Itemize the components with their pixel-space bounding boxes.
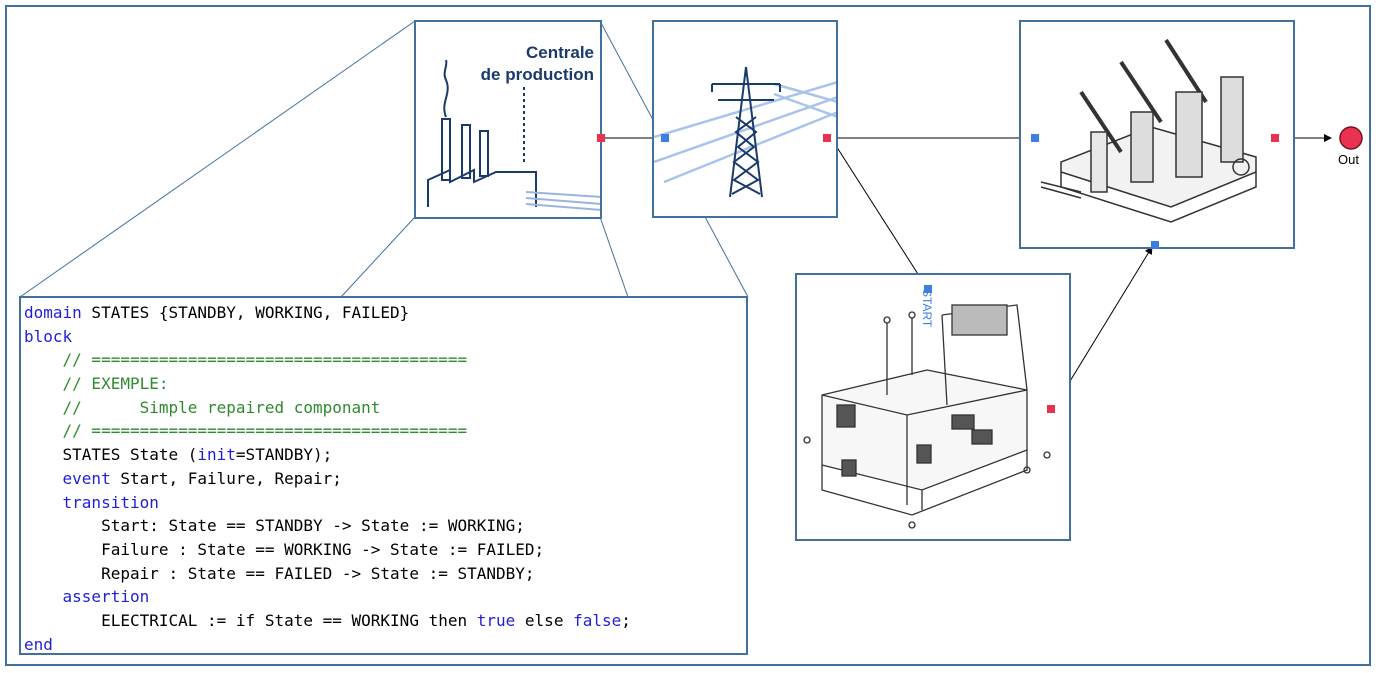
- generator-output-port[interactable]: [1047, 405, 1055, 413]
- code-keyword: event: [62, 468, 111, 488]
- code-text: [24, 587, 63, 606]
- diagram-frame: [5, 5, 1371, 666]
- code-text: [24, 493, 63, 512]
- code-text: Repair : State == FAILED -> State := STA…: [24, 563, 535, 583]
- circuit-breaker-block[interactable]: [1019, 20, 1295, 249]
- code-listing: domain STATES {STANDBY, WORKING, FAILED}…: [19, 296, 748, 655]
- code-line: Repair : State == FAILED -> State := STA…: [24, 562, 746, 586]
- code-line: event Start, Failure, Repair;: [24, 467, 746, 491]
- zoom-line-right-bottom: [599, 216, 629, 298]
- generator-block[interactable]: [795, 273, 1071, 541]
- code-line: domain STATES {STANDBY, WORKING, FAILED}: [24, 301, 746, 325]
- code-keyword: end: [24, 634, 53, 654]
- zoom-line-left-top: [19, 20, 416, 298]
- power-plant-label-line2: de production: [480, 65, 594, 84]
- code-line: Failure : State == WORKING -> State := F…: [24, 538, 746, 562]
- code-text: =STANDBY);: [235, 445, 333, 465]
- power-plant-label: Centrale de production: [456, 42, 594, 86]
- transmission-tower-icon: [654, 66, 836, 198]
- code-text: STATES State (: [24, 445, 198, 465]
- power-plant-icon: [427, 59, 600, 211]
- breaker-input-port[interactable]: [1031, 134, 1039, 142]
- circuit-breaker-icon: [1040, 38, 1257, 223]
- code-line: STATES State (init=STANDBY);: [24, 443, 746, 467]
- breaker-backup-input-port[interactable]: [1151, 241, 1159, 249]
- power-plant-output-port[interactable]: [597, 134, 605, 142]
- code-keyword: domain: [24, 303, 82, 322]
- power-plant-label-line1: Centrale: [525, 43, 594, 62]
- code-keyword: assertion: [62, 587, 150, 607]
- code-keyword: true: [476, 610, 516, 630]
- code-keyword: transition: [62, 492, 159, 512]
- code-line: // =====================================…: [24, 348, 746, 372]
- out-node-circle[interactable]: [1339, 126, 1363, 150]
- out-node-label: Out: [1338, 152, 1359, 167]
- transmission-tower-block[interactable]: [652, 20, 838, 218]
- code-comment: // =====================================…: [24, 350, 468, 370]
- generator-start-label: START: [920, 289, 934, 328]
- code-line: assertion: [24, 585, 746, 609]
- code-text: [24, 469, 63, 488]
- code-line: // EXEMPLE:: [24, 372, 746, 396]
- code-text: ELECTRICAL := if State == WORKING then: [24, 610, 477, 630]
- generator-icon: [803, 304, 1051, 529]
- connection-tower-generator[interactable]: [830, 137, 926, 286]
- code-text: else: [515, 610, 574, 630]
- code-line: // =====================================…: [24, 419, 746, 443]
- code-keyword: block: [24, 326, 73, 346]
- code-comment: // =====================================…: [24, 421, 468, 441]
- code-keyword: init: [197, 445, 236, 465]
- code-line: transition: [24, 491, 746, 515]
- code-line: block: [24, 325, 746, 349]
- power-plant-block[interactable]: Centrale de production: [414, 20, 602, 219]
- code-text: STATES {STANDBY, WORKING, FAILED}: [81, 303, 410, 322]
- code-keyword: false: [573, 610, 622, 630]
- breaker-output-port[interactable]: [1271, 134, 1279, 142]
- tower-input-port[interactable]: [661, 134, 669, 142]
- code-text: ;: [621, 610, 631, 630]
- code-comment: // Simple repaired componant: [24, 397, 381, 417]
- generator-start-input-port[interactable]: [924, 285, 932, 293]
- code-line: end: [24, 633, 746, 657]
- code-line: ELECTRICAL := if State == WORKING then t…: [24, 609, 746, 633]
- code-comment: // EXEMPLE:: [24, 374, 169, 394]
- code-line: Start: State == STANDBY -> State := WORK…: [24, 514, 746, 538]
- code-text: Start: State == STANDBY -> State := WORK…: [24, 516, 525, 536]
- code-line: // Simple repaired componant: [24, 396, 746, 420]
- tower-output-port[interactable]: [823, 134, 831, 142]
- code-text: Start, Failure, Repair;: [110, 468, 342, 488]
- code-text: Failure : State == WORKING -> State := F…: [24, 539, 545, 559]
- zoom-line-left-bottom: [340, 216, 416, 298]
